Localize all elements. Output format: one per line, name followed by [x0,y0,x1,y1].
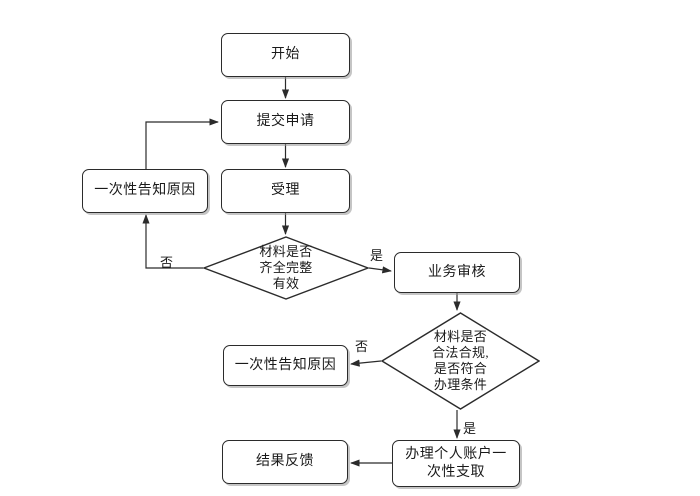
node-business-review-label: 业务审核 [428,264,486,280]
node-decision-materials-compliant-label: 材料是否 合法合规, 是否符合 办理条件 [432,329,489,392]
edge-label-yes-1: 是 [370,248,384,263]
diamond-shape-2 [381,312,540,410]
node-inform-reason-upper-label: 一次性告知原因 [94,183,196,199]
edge-label-no-1: 否 [160,255,174,270]
node-accept[interactable]: 受理 [221,169,350,213]
edge-decision1-to-review [368,266,392,274]
node-start[interactable]: 开始 [221,33,350,77]
node-process-lumpsum-withdrawal-label: 办理个人账户一 次性支取 [405,446,507,480]
edge-decision2-to-inform2 [350,359,382,367]
node-accept-label: 受理 [271,183,300,199]
edge-decision1-to-inform1 [142,214,203,269]
node-submit-application-label: 提交申请 [256,114,315,130]
node-process-lumpsum-withdrawal[interactable]: 办理个人账户一 次性支取 [392,440,520,487]
node-start-label: 开始 [271,47,300,63]
node-inform-reason-lower[interactable]: 一次性告知原因 [223,345,348,386]
node-inform-reason-lower-label: 一次性告知原因 [234,357,337,373]
node-result-feedback[interactable]: 结果反馈 [222,440,348,484]
node-decision-materials-compliant[interactable]: 材料是否 合法合规, 是否符合 办理条件 [381,312,540,410]
edge-label-no-2: 否 [355,339,369,354]
node-decision-materials-complete-label: 材料是否 齐全完整 有效 [259,244,313,291]
node-result-feedback-label: 结果反馈 [256,454,314,470]
diamond-shape-1 [203,236,369,300]
node-inform-reason-upper[interactable]: 一次性告知原因 [82,169,208,213]
node-decision-materials-complete[interactable]: 材料是否 齐全完整 有效 [203,236,369,300]
node-business-review[interactable]: 业务审核 [394,252,520,293]
node-submit-application[interactable]: 提交申请 [221,100,350,144]
edge-label-yes-2: 是 [463,421,477,436]
edge-inform1-to-submit [145,118,219,169]
